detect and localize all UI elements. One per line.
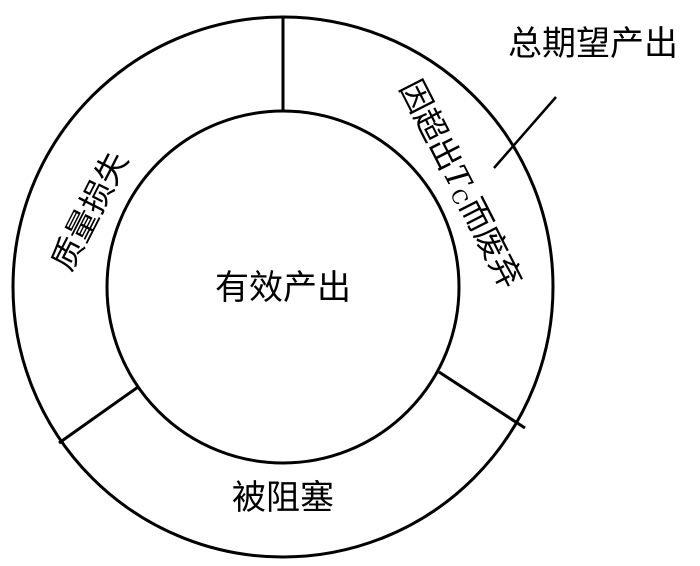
quality-loss-label: 质量损失 (44, 145, 136, 276)
waste-label-suffix: 而废弃 (453, 192, 530, 295)
center-label: 有效产出 (215, 268, 351, 308)
callout-leader-line (493, 96, 557, 169)
waste-label: 因超出TC而废弃 (392, 73, 530, 294)
blocked-label: 被阻塞 (232, 478, 334, 518)
total-expected-output-label: 总期望产出 (508, 24, 678, 64)
divider-lower-right (438, 370, 526, 430)
divider-lower-left (58, 385, 139, 445)
